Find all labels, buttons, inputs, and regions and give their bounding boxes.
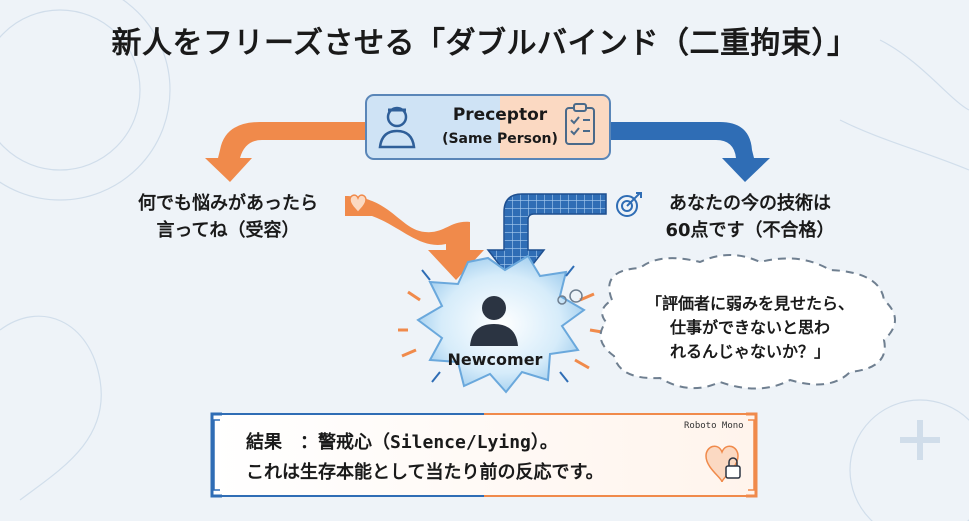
- result-box: [210, 412, 758, 498]
- newcomer-burst: [398, 254, 603, 394]
- target-icon: [616, 192, 642, 217]
- heart-icon: [349, 194, 367, 214]
- right-message: あなたの今の技術は 60点です（不合格）: [650, 190, 850, 244]
- right-message-line1: あなたの今の技術は: [669, 193, 831, 214]
- right-message-line2: 60点です（不合格）: [665, 220, 835, 241]
- person-icon: [470, 296, 518, 346]
- left-message-line1: 何でも悩みがあったら: [138, 193, 318, 214]
- preceptor-name: Preceptor: [452, 105, 548, 125]
- result-line2: これは生存本能として当たり前の反応です。: [246, 462, 604, 483]
- preceptor-note: (Same Person): [442, 131, 558, 147]
- result-line1: 結果 ：警戒心（Silence/Lying）。: [246, 432, 558, 453]
- result-text: 結果 ：警戒心（Silence/Lying）。 これは生存本能として当たり前の反…: [246, 428, 726, 488]
- thought-text: 「評価者に弱みを見せたら、 仕事ができないと思わ れるんじゃないか？」: [620, 292, 880, 364]
- newcomer-label: Newcomer: [447, 350, 543, 369]
- arrow-to-right-message: [610, 122, 770, 182]
- thought-line2: 仕事ができないと思わ: [669, 318, 830, 337]
- arrow-to-left-message: [205, 122, 370, 182]
- page-title: 新人をフリーズさせる「ダブルバインド（二重拘束）」: [111, 26, 858, 61]
- preceptor-box: [365, 94, 611, 160]
- left-message-line2: 言ってね（受容）: [156, 220, 300, 241]
- thought-line1: 「評価者に弱みを見せたら、: [645, 294, 854, 313]
- thought-line3: れるんじゃないか？」: [669, 342, 830, 361]
- arrow-acceptance: [345, 196, 484, 280]
- heart-lock-icon: [705, 445, 741, 483]
- font-tag: Roboto Mono: [684, 421, 744, 431]
- nurse-icon: [378, 106, 416, 149]
- left-message: 何でも悩みがあったら 言ってね（受容）: [108, 190, 348, 244]
- clipboard-icon: [565, 103, 595, 145]
- thought-cloud: [557, 254, 896, 390]
